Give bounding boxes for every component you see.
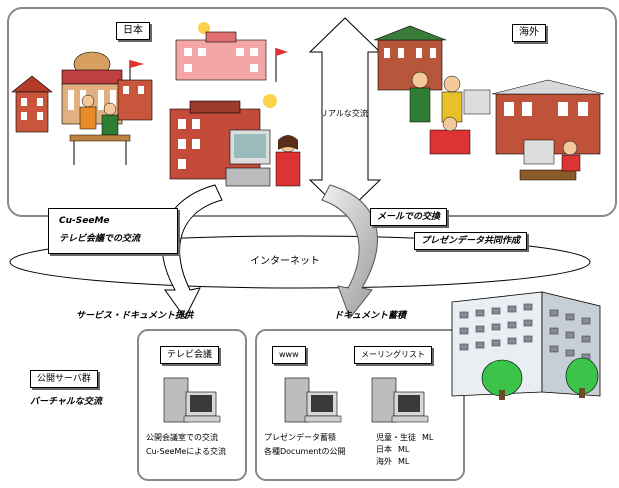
- ml-desc-3-suffix: ML: [398, 457, 410, 466]
- overseas-students-group: [409, 71, 491, 155]
- ml-desc-3-text: 海外: [376, 457, 392, 466]
- ml-desc-1-text: 児童・生徒: [376, 433, 416, 442]
- ml-server-computer: [371, 377, 429, 423]
- overseas-school-left: [373, 25, 447, 91]
- www-server-computer: [284, 377, 342, 423]
- overseas-label: 海外: [512, 24, 546, 42]
- document-accumulation-label: ドキュメント蓄積: [334, 311, 407, 321]
- real-exchange-arrow: [308, 17, 382, 215]
- japan-main-school: [169, 94, 277, 180]
- real-exchange-text: リアルな交流: [320, 109, 368, 118]
- www-desc-2: 各種Documentの公開: [264, 447, 346, 456]
- japan-computer-user: [225, 129, 301, 187]
- document-curved-arrow: [321, 184, 378, 320]
- www-server-label: www: [272, 346, 306, 364]
- mail-exchange-label: メールでの交換: [370, 208, 448, 226]
- tv-desc-1: 公開会議室での交流: [146, 433, 218, 442]
- overseas-computer-user: [519, 139, 581, 181]
- internet-ellipse: [9, 235, 591, 289]
- real-world-region: [7, 7, 617, 217]
- ml-desc-1: 児童・生徒 ML: [376, 432, 433, 444]
- ml-desc-3: 海外 ML: [376, 456, 409, 468]
- tv-desc-2: Cu-SeeMeによる交流: [146, 447, 227, 456]
- presentation-collab-label: プレゼンデータ共同作成: [414, 232, 528, 250]
- japan-label: 日本: [116, 22, 150, 40]
- www-desc-1: プレゼンデータ蓄積: [264, 433, 336, 442]
- japan-school-left: [11, 75, 53, 133]
- japan-school-right-building: [117, 79, 153, 121]
- japan-students-group: [69, 94, 131, 165]
- japan-pink-school: [175, 22, 288, 82]
- cuseeme-title: Cu-SeeMe: [59, 216, 110, 226]
- ml-desc-2: 日本 ML: [376, 444, 409, 456]
- tv-server-label: テレビ会議: [160, 346, 220, 364]
- ml-desc-2-text: 日本: [376, 445, 392, 454]
- ml-server-label: メーリングリスト: [354, 346, 432, 364]
- ml-desc-1-suffix: ML: [422, 433, 434, 442]
- tv-server-computer: [163, 377, 221, 423]
- ml-desc-2-suffix: ML: [398, 445, 410, 454]
- virtual-exchange-label: バーチャルな交流: [30, 397, 102, 407]
- internet-label: インターネット: [250, 256, 320, 267]
- service-provision-label: サービス・ドキュメント提供: [76, 311, 194, 321]
- www-ml-server-box: [255, 329, 465, 481]
- cuseeme-box: Cu-SeeMe テレビ会議での交流: [48, 208, 178, 254]
- cuseeme-subtitle: テレビ会議での交流: [59, 234, 141, 244]
- office-building: [451, 291, 601, 400]
- public-servers-label: 公開サーバ群: [30, 370, 98, 388]
